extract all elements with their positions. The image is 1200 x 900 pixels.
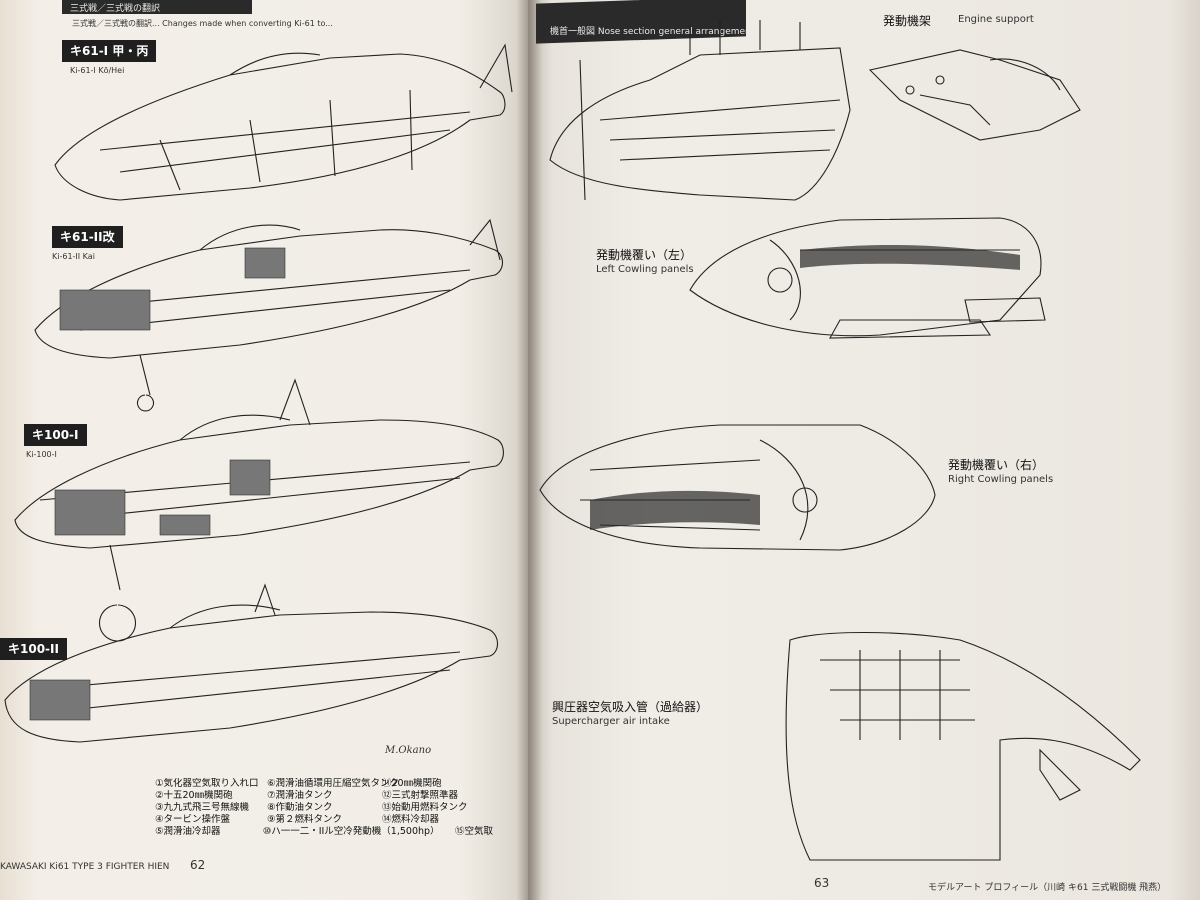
legend-item: ③九九式飛三号無線機 xyxy=(155,802,250,813)
legend-item: ⑥潤滑油循環用圧縮空気タンク xyxy=(267,778,400,789)
legend-item: ②十五20㎜機関砲 xyxy=(155,790,233,801)
left-cowling-title-en: Left Cowling panels xyxy=(596,264,694,275)
variant-tag-4: キ100-II xyxy=(0,638,67,660)
right-footer: モデルアート プロフィール（川崎 キ61 三式戦闘機 飛燕） xyxy=(928,883,1167,893)
book-gutter xyxy=(516,0,542,900)
legend-item: ⑮空気取り入れ口 xyxy=(455,826,495,837)
engine-support-title-en: Engine support xyxy=(958,14,1034,25)
legend-row: ②十五20㎜機関砲 ⑦潤滑油タンク ⑫三式射撃照準器 xyxy=(155,790,495,802)
left-cowling-title: 発動機覆い（左） xyxy=(596,248,693,262)
legend-item: ⑩ハ一一二・IIル空冷発動機（1,500hp） xyxy=(262,826,440,837)
left-footer: KAWASAKI Ki61 TYPE 3 FIGHTER HIEN xyxy=(0,862,170,872)
supercharger-title: 興圧器空気吸入管（過給器） xyxy=(552,700,709,714)
legend: ①気化器空気取り入れ口 ⑥潤滑油循環用圧縮空気タンク ⑪20㎜機関砲 ②十五20… xyxy=(155,778,495,838)
legend-row: ③九九式飛三号無線機 ⑧作動油タンク ⑬始動用燃料タンク xyxy=(155,802,495,814)
right-header-text: 機首一般図 Nose section general arrangement xyxy=(550,27,755,37)
variant-sub-1: Ki-61-I Kō/Hei xyxy=(70,66,125,75)
variant-tag-2: キ61-II改 xyxy=(52,226,123,248)
aircraft-profile-ki100-ii xyxy=(4,583,499,743)
supercharger-title-en: Supercharger air intake xyxy=(552,716,670,727)
right-cowling-drawing xyxy=(539,424,936,551)
variant-tag-1: キ61-I 甲・丙 xyxy=(62,40,157,62)
legend-row: ①気化器空気取り入れ口 ⑥潤滑油循環用圧縮空気タンク ⑪20㎜機関砲 xyxy=(155,778,495,790)
variant-sub-3: Ki-100-I xyxy=(26,450,57,459)
legend-item: ⑨第２燃料タンク xyxy=(267,814,343,825)
left-header-bar xyxy=(62,0,252,14)
left-header-text: 三式戦／三式戦の翻訳 xyxy=(70,4,161,14)
left-page: 三式戦／三式戦の翻訳 三式戦／三式戦の翻訳... Changes made wh… xyxy=(0,0,528,900)
legend-item: ⑪20㎜機関砲 xyxy=(382,778,442,789)
engine-support-drawing xyxy=(868,49,1081,141)
legend-item: ①気化器空気取り入れ口 xyxy=(155,778,259,789)
left-section-subtitle: 三式戦／三式戦の翻訳... Changes made when converti… xyxy=(72,19,333,28)
legend-item: ⑧作動油タンク xyxy=(267,802,333,813)
aircraft-profile-ki61-i xyxy=(54,43,513,201)
legend-item: ⑤潤滑油冷却器 xyxy=(155,826,221,837)
right-cowling-title-en: Right Cowling panels xyxy=(948,474,1054,485)
nose-section-drawing xyxy=(549,20,851,201)
legend-row: ④タービン操作盤 ⑨第２燃料タンク ⑭燃料冷却器 xyxy=(155,814,495,826)
legend-item: ⑫三式射撃照準器 xyxy=(382,790,459,801)
legend-row: ⑤潤滑油冷却器 ⑩ハ一一二・IIル空冷発動機（1,500hp） ⑮空気取り入れ口 xyxy=(155,826,495,838)
legend-item: ⑭燃料冷却器 xyxy=(382,814,440,825)
right-page-number: 63 xyxy=(814,876,830,890)
artist-signature: M.Okano xyxy=(385,745,432,756)
left-cowling-drawing xyxy=(689,217,1046,339)
left-page-number: 62 xyxy=(190,858,206,872)
variant-sub-2: Ki-61-II Kai xyxy=(52,252,95,261)
variant-tag-3: キ100-I xyxy=(24,424,87,446)
engine-support-title: 発動機架 xyxy=(883,14,932,28)
legend-item: ⑬始動用燃料タンク xyxy=(382,802,468,813)
legend-item: ④タービン操作盤 xyxy=(155,814,231,825)
legend-item: ⑦潤滑油タンク xyxy=(267,790,333,801)
right-cowling-title: 発動機覆い（右） xyxy=(948,458,1045,472)
supercharger-intake-drawing xyxy=(785,631,1141,861)
